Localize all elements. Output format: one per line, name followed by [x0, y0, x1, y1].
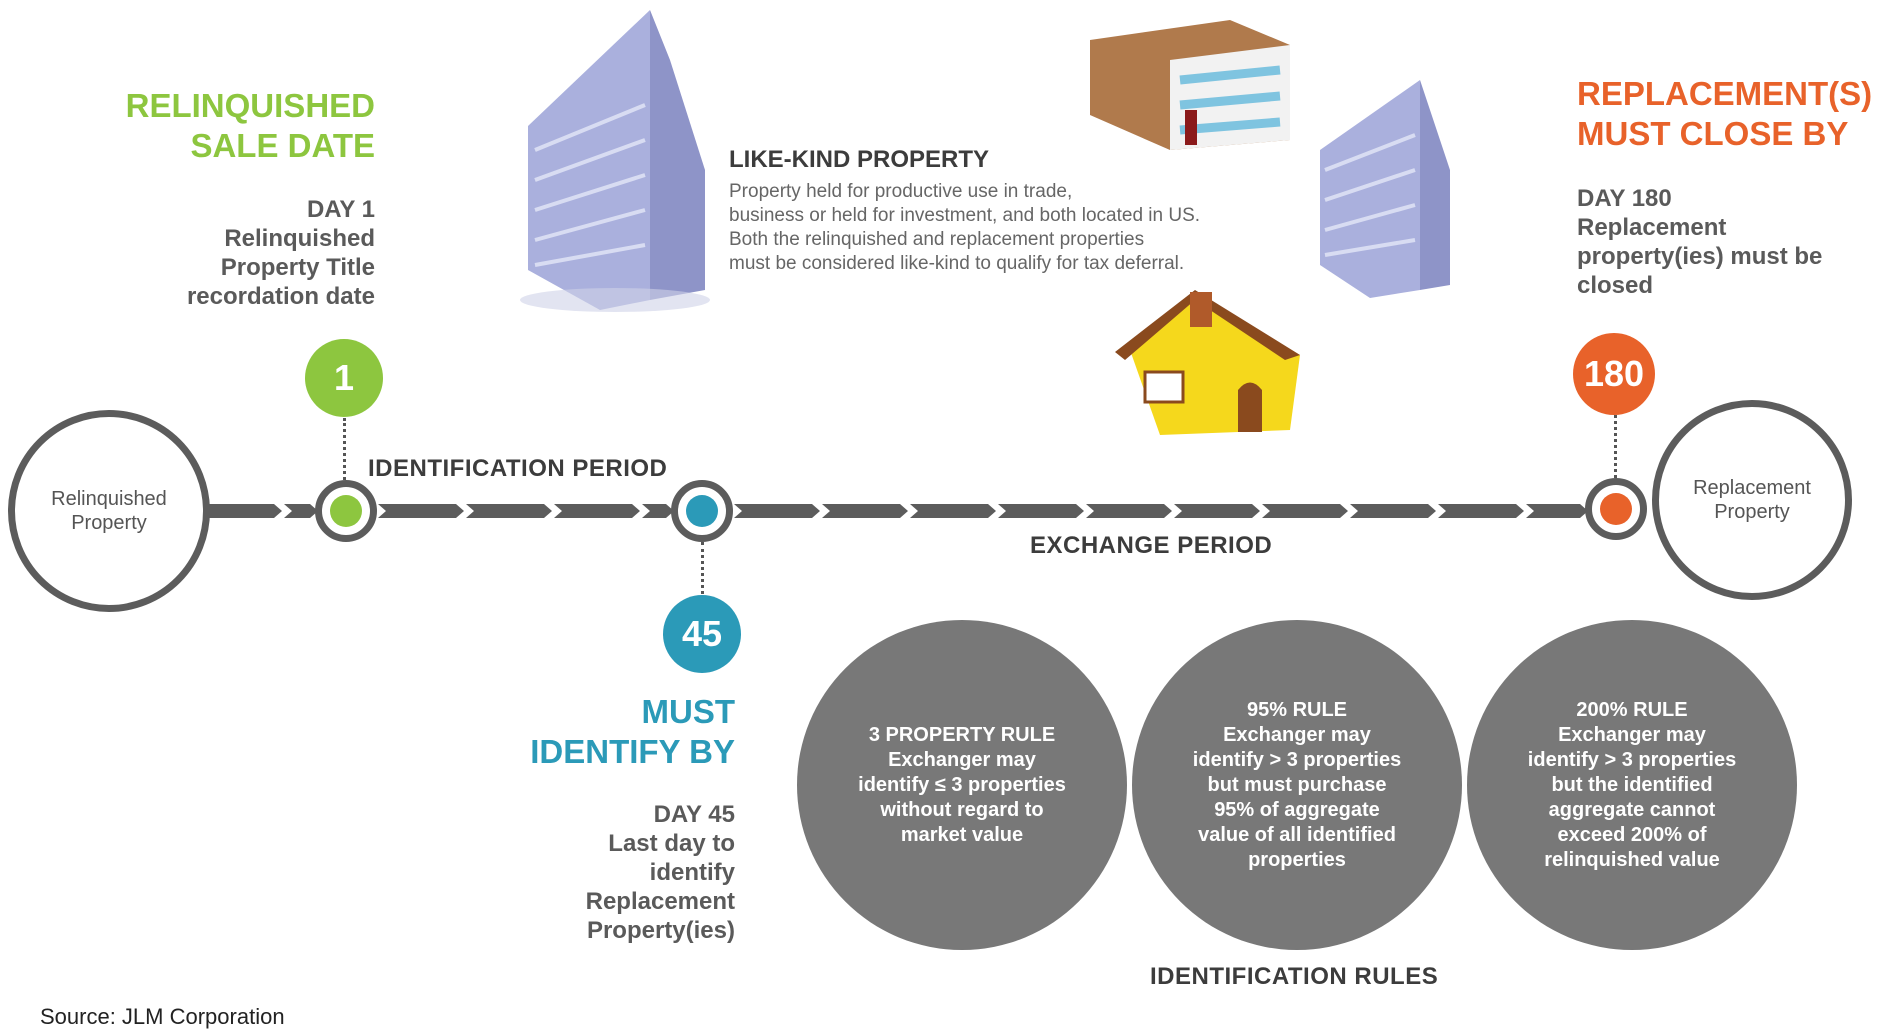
- timeline-segment: [1526, 504, 1588, 518]
- timeline-segment: [822, 504, 908, 518]
- timeline-segment: [284, 504, 318, 518]
- three-property-rule-circle: 3 PROPERTY RULE Exchanger may identify ≤…: [797, 620, 1127, 950]
- day1-connector: [343, 418, 346, 480]
- house-illustration: [1115, 290, 1300, 435]
- timeline-segment: [466, 504, 552, 518]
- relinquished-circle-line2: Property: [71, 512, 147, 534]
- replacement-title-line1: REPLACEMENT(S): [1577, 75, 1873, 112]
- rule3-line3: identify > 3 properties: [1527, 748, 1737, 771]
- rule1-line2: Exchanger may: [888, 748, 1036, 771]
- like-kind-line2: business or held for investment, and bot…: [729, 205, 1201, 226]
- timeline-segment: [642, 504, 674, 518]
- day180-label: DAY 180: [1577, 185, 1672, 212]
- rule2-line5: 95% of aggregate: [1214, 798, 1380, 821]
- rule2-line6: value of all identified: [1198, 823, 1396, 846]
- rule2-line2: Exchanger may: [1223, 723, 1371, 746]
- day45-desc-line4: Property(ies): [586, 917, 735, 944]
- like-kind-line3: Both the relinquished and replacement pr…: [729, 229, 1145, 250]
- day45-badge: 45: [663, 595, 741, 673]
- rule3-line6: exceed 200% of: [1557, 823, 1707, 846]
- day1-node: [315, 480, 377, 542]
- rule3-line4: but the identified: [1551, 773, 1713, 796]
- day180-node: [1585, 478, 1647, 540]
- source-caption: Source: JLM Corporation: [40, 1004, 285, 1029]
- apartment-building-illustration: [1090, 20, 1290, 150]
- like-kind-line4: must be considered like-kind to qualify …: [729, 253, 1185, 274]
- timeline-segment: [196, 504, 282, 518]
- day180-desc-line1: Replacement: [1577, 214, 1727, 241]
- day1-label: DAY 1: [306, 196, 375, 223]
- day1-desc-line1: Relinquished: [224, 225, 375, 252]
- day180-node-dot: [1600, 493, 1632, 525]
- exchange-period-label: EXCHANGE PERIOD: [1030, 532, 1273, 559]
- replacement-circle-line2: Property: [1714, 501, 1790, 523]
- like-kind-line1: Property held for productive use in trad…: [729, 181, 1073, 202]
- day180-badge: 180: [1573, 333, 1655, 415]
- rule2-line4: but must purchase: [1207, 773, 1387, 796]
- replacement-title-line2: MUST CLOSE BY: [1577, 115, 1849, 152]
- timeline-segment: [1086, 504, 1172, 518]
- relinquished-title-line1: RELINQUISHED: [125, 87, 375, 124]
- identification-period-label: IDENTIFICATION PERIOD: [368, 455, 668, 482]
- rule3-line2: Exchanger may: [1558, 723, 1706, 746]
- timeline-segment: [998, 504, 1084, 518]
- day1-badge: 1: [305, 339, 383, 417]
- timeline-segment: [910, 504, 996, 518]
- day45-desc-line1: Last day to: [608, 830, 735, 857]
- replacement-property-circle: Replacement Property: [1652, 400, 1852, 600]
- day180-desc-line3: closed: [1577, 272, 1654, 299]
- relinquished-circle-line1: Relinquished: [51, 488, 167, 510]
- office-building-illustration-right: [1320, 80, 1450, 298]
- ninety-five-percent-rule-circle: 95% RULE Exchanger may identify > 3 prop…: [1132, 620, 1462, 950]
- must-identify-title: MUST IDENTIFY BY: [420, 692, 735, 772]
- day45-node: [671, 480, 733, 542]
- replacement-title: REPLACEMENT(S) MUST CLOSE BY: [1577, 74, 1877, 154]
- day45-label: DAY 45: [653, 801, 735, 828]
- like-kind-block: LIKE-KIND PROPERTY Property held for pro…: [729, 146, 1329, 276]
- relinquished-title: RELINQUISHED SALE DATE: [60, 86, 375, 166]
- rule1-line3: identify ≤ 3 properties: [858, 773, 1066, 796]
- day180-desc-line2: property(ies) must be: [1577, 243, 1823, 270]
- rule3-line1: 200% RULE: [1576, 698, 1688, 721]
- day180-connector: [1614, 415, 1617, 478]
- day45-connector: [701, 542, 704, 594]
- rule2-line7: properties: [1248, 848, 1346, 871]
- office-building-illustration: [520, 10, 710, 312]
- day1-description: DAY 1 Relinquished Property Title record…: [60, 195, 375, 311]
- identification-rules-label: IDENTIFICATION RULES: [1150, 963, 1439, 990]
- rule1-line4: without regard to: [880, 798, 1044, 821]
- rule1-line1: 3 PROPERTY RULE: [868, 723, 1056, 746]
- rule2-line1: 95% RULE: [1246, 698, 1348, 721]
- two-hundred-percent-rule-circle: 200% RULE Exchanger may identify > 3 pro…: [1467, 620, 1797, 950]
- rule2-line3: identify > 3 properties: [1192, 748, 1402, 771]
- day45-desc-line2: identify: [649, 859, 735, 886]
- timeline-segment: [554, 504, 640, 518]
- rule1-line5: market value: [900, 823, 1024, 846]
- timeline-segment: [734, 504, 820, 518]
- day45-desc-line3: Replacement: [585, 888, 735, 915]
- timeline-segment: [1262, 504, 1348, 518]
- must-identify-title-line2: IDENTIFY BY: [530, 733, 735, 770]
- replacement-circle-line1: Replacement: [1693, 477, 1811, 499]
- relinquished-title-line2: SALE DATE: [190, 127, 375, 164]
- day1-desc-line3: recordation date: [186, 283, 375, 310]
- day1-desc-line2: Property Title: [220, 254, 375, 281]
- relinquished-property-circle: Relinquished Property: [8, 410, 210, 612]
- day45-node-dot: [686, 495, 718, 527]
- timeline-segment: [1174, 504, 1260, 518]
- rule3-line5: aggregate cannot: [1548, 798, 1716, 821]
- like-kind-title: LIKE-KIND PROPERTY: [729, 146, 990, 173]
- rule3-line7: relinquished value: [1544, 848, 1720, 871]
- day180-description: DAY 180 Replacement property(ies) must b…: [1577, 184, 1877, 300]
- must-identify-title-line1: MUST: [641, 693, 736, 730]
- timeline-segment: [1350, 504, 1436, 518]
- timeline-segment: [1438, 504, 1524, 518]
- timeline-segment: [378, 504, 464, 518]
- day1-node-dot: [330, 495, 362, 527]
- day45-description: DAY 45 Last day to identify Replacement …: [420, 800, 735, 945]
